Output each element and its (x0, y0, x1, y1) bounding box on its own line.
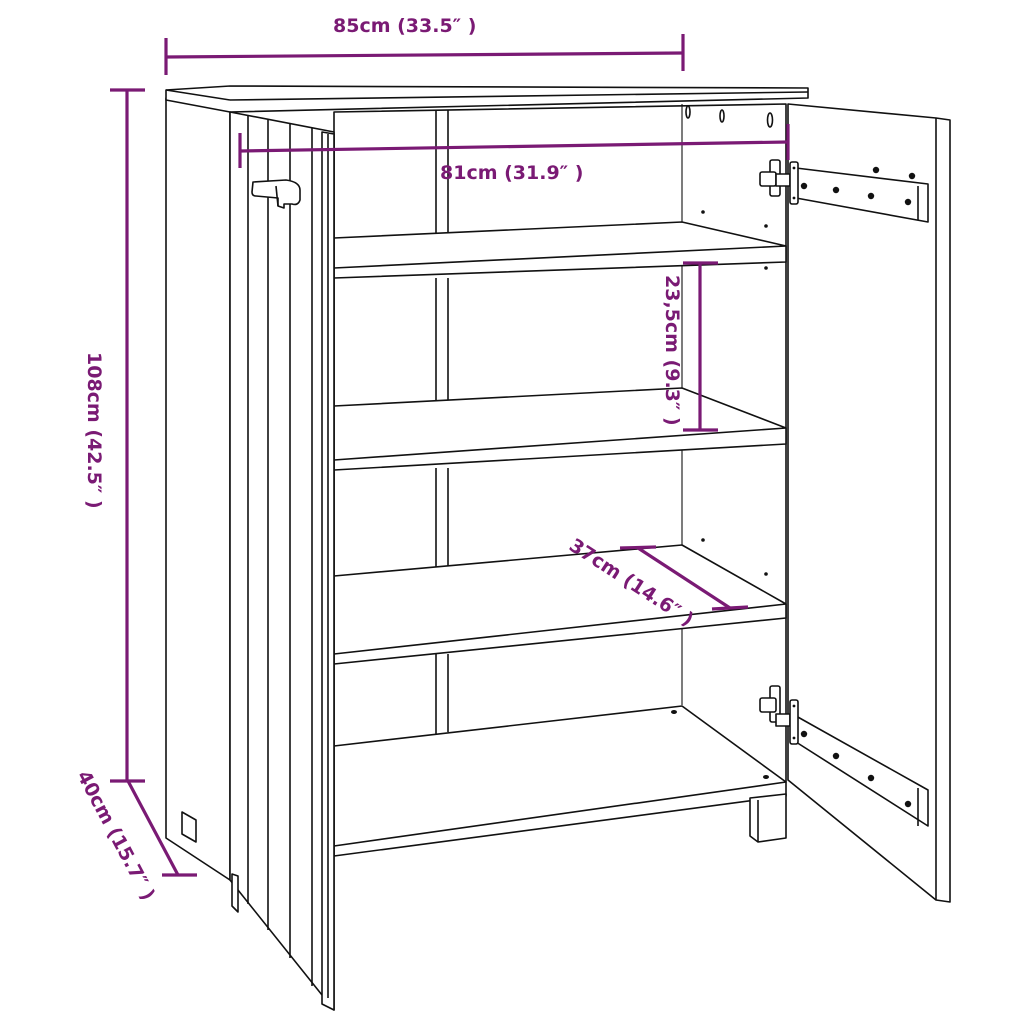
shelf-3 (333, 544, 787, 665)
top-board (165, 85, 809, 113)
dim-line-width-inner (238, 124, 790, 168)
left-door (229, 111, 335, 1011)
label-width-outer: 85cm (33.5″ ) (333, 15, 477, 37)
label-width-inner: 81cm (31.9″ ) (440, 162, 584, 184)
hinge-bottom (759, 685, 799, 745)
dim-line-shelf-depth (619, 545, 749, 611)
label-height: 108cm (42.5″ ) (83, 352, 105, 509)
door-batten-top (795, 166, 929, 223)
front-right-leg (749, 793, 787, 843)
dim-line-shelf-gap (683, 261, 718, 432)
label-shelf-gap: 23,5cm (9.3″ ) (661, 275, 683, 426)
right-door (787, 103, 951, 903)
central-divider (435, 110, 449, 734)
left-side-panel (165, 97, 231, 881)
door-handle (251, 179, 301, 209)
hinge-top (759, 159, 799, 205)
dim-line-depth (126, 780, 197, 877)
dim-line-height (110, 88, 145, 783)
dim-line-width-outer (164, 34, 685, 75)
